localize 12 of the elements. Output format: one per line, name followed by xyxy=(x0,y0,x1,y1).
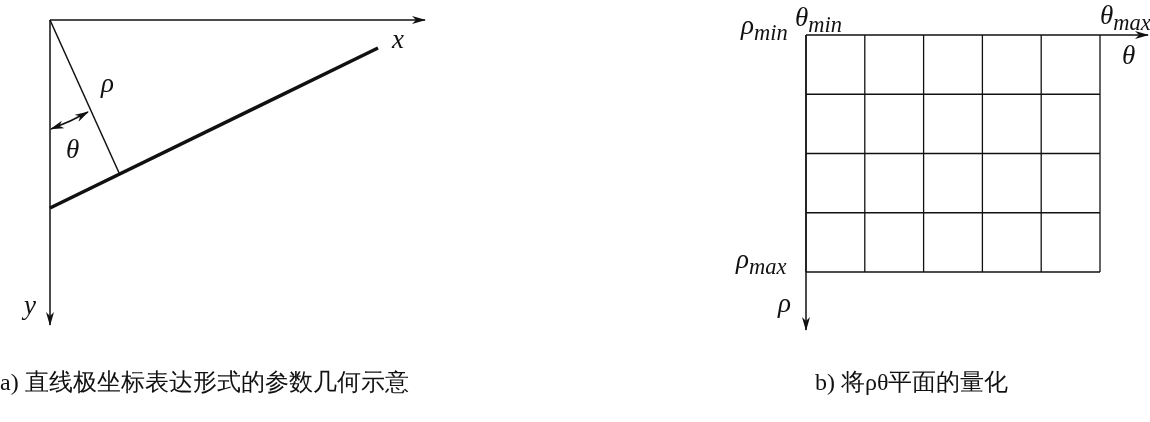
caption: b) 将ρθ平面的量化 xyxy=(815,370,1009,394)
range-label: θ$_{min}$ xyxy=(795,4,842,37)
range-label: ρ$_{max}$ xyxy=(736,246,787,279)
variable-label: θ xyxy=(66,136,80,163)
axis-label: x xyxy=(392,26,404,53)
variable-label: ρ xyxy=(101,70,114,97)
axis-label: θ xyxy=(1122,42,1136,69)
range-label: θ$_{max}$ xyxy=(1100,2,1150,35)
caption: a) 直线极坐标表达形式的参数几何示意 xyxy=(0,370,409,394)
range-label: ρ$_{min}$ xyxy=(741,12,788,45)
axis-label: y xyxy=(24,292,36,319)
axis-label: ρ xyxy=(778,290,791,317)
